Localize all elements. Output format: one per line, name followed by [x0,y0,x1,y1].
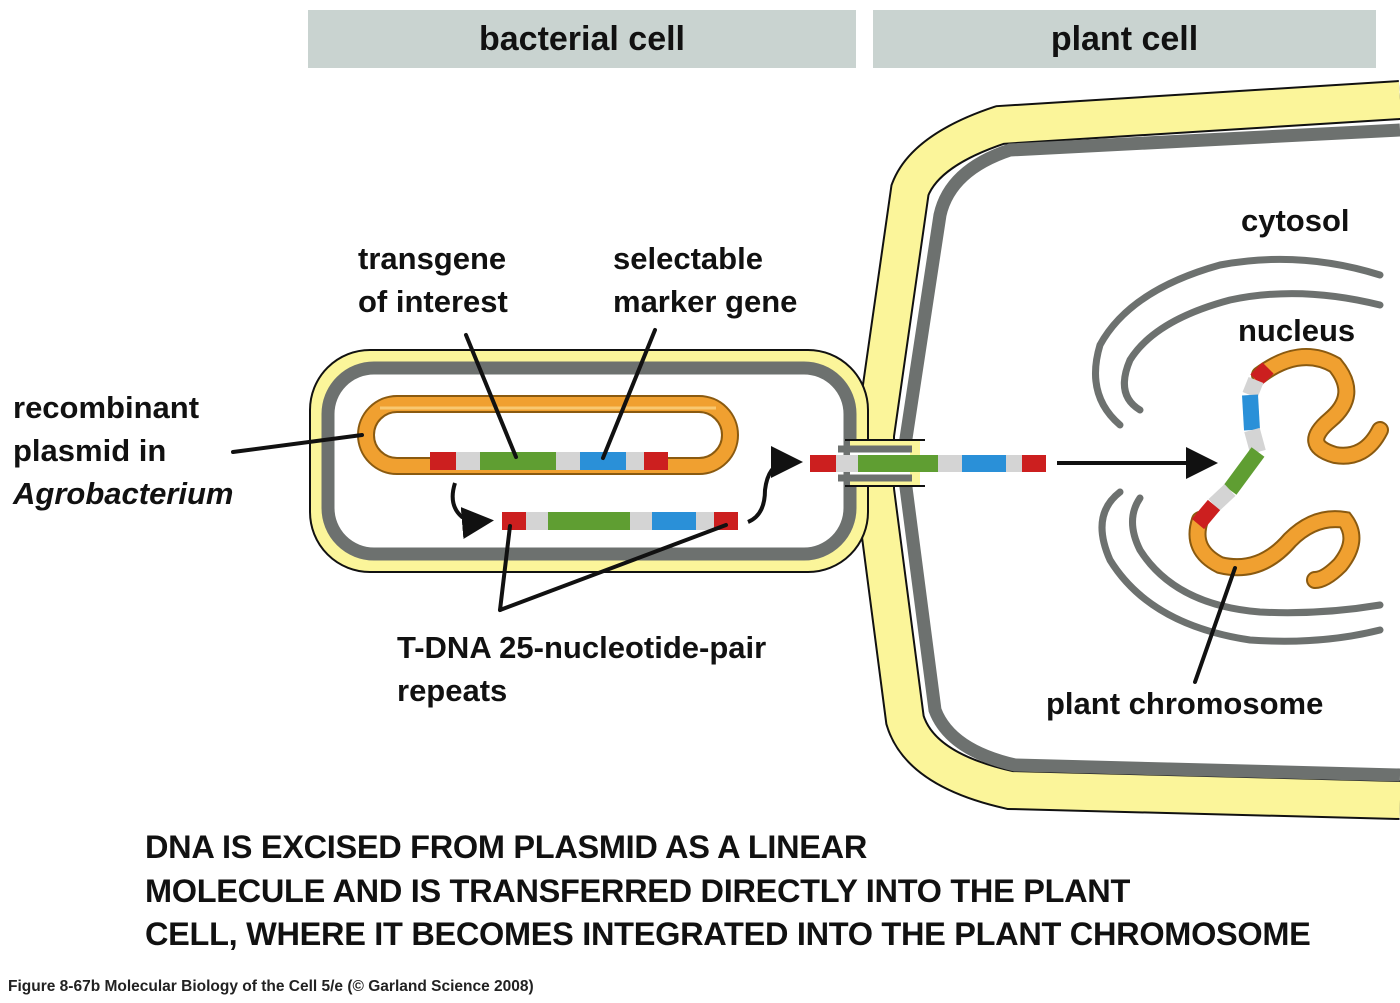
plant-cell-wall [855,80,1400,820]
label-marker-line1: selectable [613,241,763,276]
label-marker: selectable marker gene [613,237,797,323]
chromosome-pointer [1193,566,1237,684]
caption-line1: DNA IS EXCISED FROM PLASMID AS A LINEAR [145,829,867,865]
caption-line3: CELL, WHERE IT BECOMES INTEGRATED INTO T… [145,916,1311,952]
label-tdna-repeats: T-DNA 25-nucleotide-pair repeats [397,626,766,712]
leader-lines [231,328,1237,684]
plasmid-pointer [231,433,364,454]
plasmid-tdna-segment [430,452,668,470]
label-plasmid: recombinant plasmid in Agrobacterium [13,386,233,515]
header-plant-cell: plant cell [873,10,1376,68]
repeat-pointer-left [498,524,512,612]
label-transgene-line2: of interest [358,284,508,319]
excised-tdna [502,512,738,530]
label-tdna-line1: T-DNA 25-nucleotide-pair [397,630,767,665]
excision-arrow [450,482,494,539]
marker-pointer [601,328,657,460]
caption-line2: MOLECULE AND IS TRANSFERRED DIRECTLY INT… [145,872,1131,909]
label-plant-chromosome: plant chromosome [1046,686,1324,721]
label-marker-line2: marker gene [613,284,798,319]
transfer-arrow [747,446,803,524]
label-cytosol: cytosol [1241,203,1350,238]
transferred-tdna [810,455,1046,472]
label-plasmid-line3: Agrobacterium [13,476,234,511]
transgene-pointer [464,333,518,459]
label-plasmid-line1: recombinant [13,390,200,425]
figure-credit: Figure 8-67b Molecular Biology of the Ce… [8,978,534,995]
plant-chromosome [1188,348,1389,589]
process-arrows [450,446,1218,539]
label-transgene-line1: transgene [358,241,507,276]
nuclear-envelope [1092,255,1384,645]
label-nucleus: nucleus [1238,313,1356,348]
repeat-pointer-right [498,523,728,612]
figure-caption: DNA IS EXCISED FROM PLASMID AS A LINEAR … [145,826,1311,957]
header-bacterial-cell: bacterial cell [308,10,856,68]
label-transgene: transgene of interest [358,237,508,323]
label-tdna-line2: repeats [397,673,508,708]
label-plasmid-line2: plasmid in [13,433,167,468]
